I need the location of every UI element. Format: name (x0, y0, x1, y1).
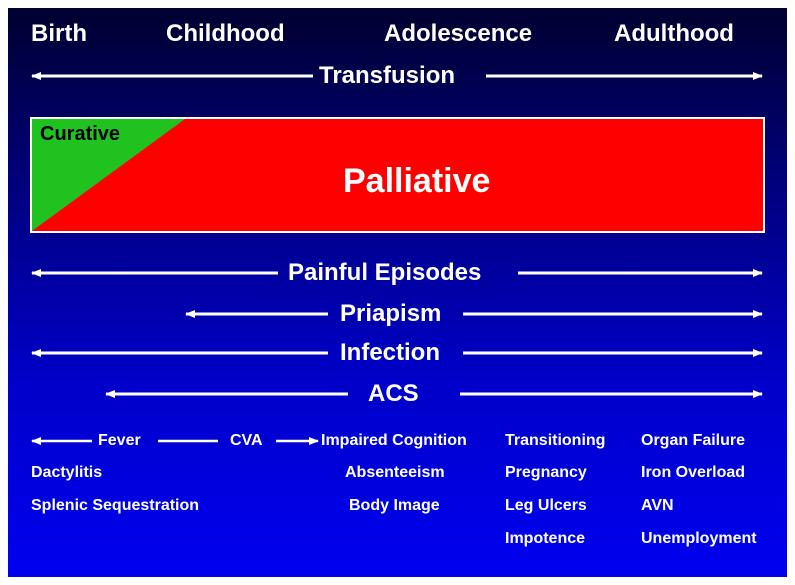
curative-label: Curative (40, 123, 121, 145)
painful-episodes-label: Painful Episodes (288, 259, 482, 286)
body-image-label: Body Image (349, 497, 440, 514)
palliative-label: Palliative (343, 162, 491, 200)
avn-label: AVN (641, 497, 674, 514)
fever-label: Fever (98, 432, 141, 449)
absenteeism-label: Absenteeism (345, 464, 445, 481)
splenic-sequestration-label: Splenic Sequestration (31, 497, 200, 514)
diagram-graphics (30, 72, 765, 445)
curative-region (32, 119, 185, 231)
slide: Birth Childhood Adolescence Adulthood Tr… (8, 8, 787, 577)
pregnancy-label: Pregnancy (505, 464, 587, 481)
acs-label: ACS (368, 380, 419, 407)
cva-label: CVA (230, 432, 263, 449)
transfusion-label: Transfusion (319, 62, 456, 89)
dactylitis-label: Dactylitis (31, 464, 103, 481)
priapism-label: Priapism (340, 300, 442, 327)
impotence-label: Impotence (505, 530, 586, 547)
stage-childhood: Childhood (166, 20, 285, 47)
iron-overload-label: Iron Overload (641, 464, 746, 481)
transitioning-label: Transitioning (505, 432, 606, 449)
stage-birth: Birth (31, 20, 87, 47)
unemployment-label: Unemployment (641, 530, 757, 547)
stage-adulthood: Adulthood (614, 20, 734, 47)
impaired-cognition-label: Impaired Cognition (321, 432, 467, 449)
stage-adolescence: Adolescence (384, 20, 533, 47)
organ-failure-label: Organ Failure (641, 432, 746, 449)
infection-label: Infection (340, 339, 440, 366)
leg-ulcers-label: Leg Ulcers (505, 497, 587, 514)
